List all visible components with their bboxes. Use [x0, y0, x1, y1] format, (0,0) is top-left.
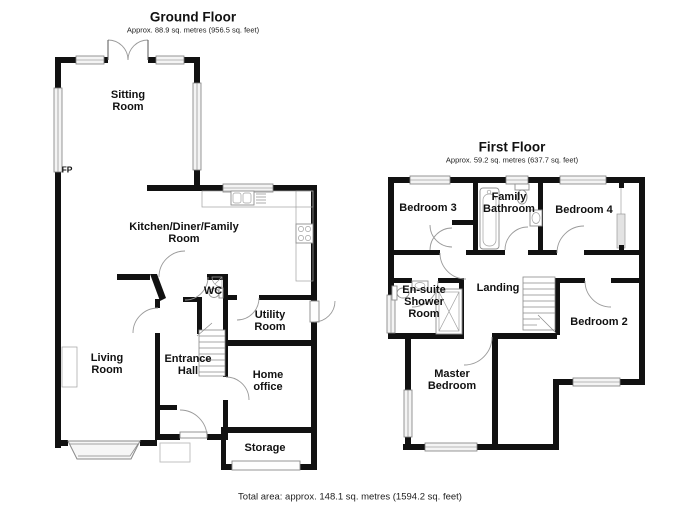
ground-floor-area: Approx. 88.9 sq. metres (956.5 sq. feet) — [126, 25, 260, 35]
total-area-text: Total area: approx. 148.1 sq. metres (15… — [238, 491, 462, 503]
room-label-kitchen: Kitchen/Diner/Family Room — [129, 221, 239, 245]
room-label-fireplace: FP — [61, 164, 73, 175]
room-label-ensuite: En-suite Shower Room — [402, 284, 446, 320]
room-label-wc: WC — [203, 285, 223, 297]
room-label-storage: Storage — [244, 442, 286, 454]
bedroom4-wardrobe-icon — [616, 183, 626, 250]
first-floor-windows — [386, 175, 621, 452]
room-label-hall: Entrance Hall — [164, 353, 212, 377]
room-label-landing: Landing — [476, 282, 520, 294]
room-label-master: Master Bedroom — [427, 368, 477, 392]
first-floor-stairs — [522, 276, 557, 334]
wc-toilet-icon — [208, 287, 224, 299]
room-label-utility: Utility Room — [254, 309, 286, 333]
room-label-bathroom: Family Bathroom — [483, 191, 535, 215]
first-floor-title: First Floor — [478, 139, 546, 155]
bathroom-toilet-icon — [514, 183, 530, 205]
bathtub-icon — [479, 187, 500, 250]
kitchen-sink-icon — [230, 190, 266, 206]
ground-floor-walls — [55, 57, 317, 470]
first-floor-doors — [411, 225, 612, 366]
ground-floor-doors — [107, 39, 336, 438]
first-floor-area: Approx. 59.2 sq. metres (637.7 sq. feet) — [445, 155, 579, 165]
ground-floor-stairs — [196, 322, 226, 377]
ensuite-toilet-icon — [391, 285, 410, 301]
fireplace-icon — [61, 346, 78, 388]
room-label-sitting: Sitting Room — [110, 89, 146, 113]
shower-icon — [435, 288, 463, 335]
wc-basin-icon — [211, 276, 223, 288]
ensuite-sink-icon — [411, 280, 429, 291]
room-label-bedroom4: Bedroom 4 — [555, 204, 613, 216]
bedroom3-wardrobe-icon — [429, 224, 453, 251]
room-label-living: Living Room — [90, 352, 124, 376]
bathroom-sink-icon — [529, 209, 543, 227]
ground-floor-windows — [53, 55, 274, 193]
bay-window — [67, 440, 141, 460]
ground-floor-plan — [53, 39, 336, 471]
porch-outline — [159, 442, 191, 463]
ground-floor-title: Ground Floor — [149, 9, 237, 25]
room-label-bedroom2: Bedroom 2 — [570, 316, 628, 328]
first-floor-walls — [388, 177, 645, 450]
room-label-office: Home office — [252, 369, 284, 393]
first-floor-plan — [386, 175, 645, 452]
hob-icon — [295, 223, 314, 244]
storage-door — [231, 460, 301, 471]
room-label-bedroom3: Bedroom 3 — [399, 202, 457, 214]
